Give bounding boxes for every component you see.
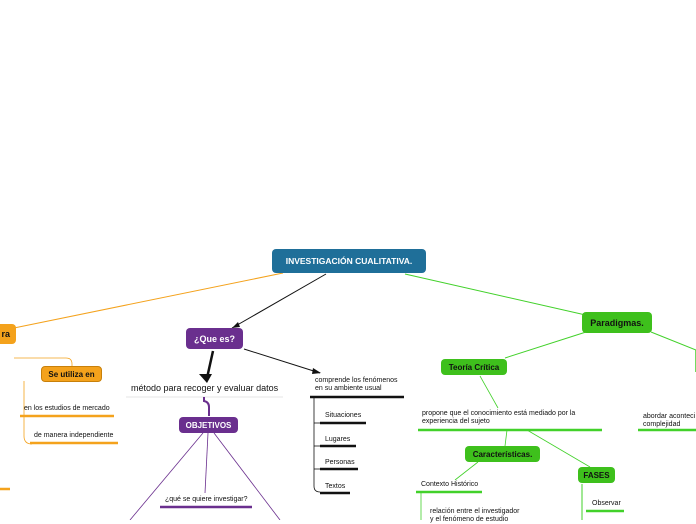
connector-que-es-metodo xyxy=(205,350,215,379)
item-situaciones: Situaciones xyxy=(325,412,362,419)
connector-metodo-objetivos xyxy=(203,397,210,416)
connector-propone-fases xyxy=(526,429,591,468)
root-node[interactable]: INVESTIGACIÓN CUALITATIVA. xyxy=(272,249,426,273)
connector-root-left xyxy=(13,272,284,329)
comprende-line-1: comprende los fenómenos xyxy=(315,377,398,384)
caracteristicas-node[interactable]: Características. xyxy=(465,446,540,462)
metodo-text: método para recoger y evaluar datos xyxy=(131,383,279,393)
abordar-line-2: complejidad xyxy=(643,421,681,428)
relacion-line-2: y el fenómeno de estudio xyxy=(430,516,509,523)
connector-root-que-es xyxy=(231,273,327,329)
connector-paradigmas-teoria xyxy=(504,331,587,359)
item-lugares: Lugares xyxy=(325,436,351,443)
que-es-node[interactable]: ¿Que es? xyxy=(186,328,243,349)
item-textos: Textos xyxy=(325,483,346,490)
connector-objetivos-3 xyxy=(213,432,281,520)
left-branch-node[interactable]: ra xyxy=(0,324,16,344)
propone-line-1: propone que el conocimiento está mediado… xyxy=(422,410,576,417)
propone-line-2: experiencia del sujeto xyxy=(422,418,490,425)
connector-comprende-items xyxy=(313,398,321,493)
contexto-historico-text: Contexto Histórico xyxy=(421,481,479,488)
paradigmas-node[interactable]: Paradigmas. xyxy=(582,312,652,333)
independiente-text: de manera independiente xyxy=(34,432,114,439)
estudios-text: en los estudios de mercado xyxy=(24,405,110,412)
arrow-head-comprende xyxy=(312,368,321,374)
observar-text: Observar xyxy=(592,500,621,507)
teoria-critica-node[interactable]: Teoría Crítica xyxy=(441,359,507,375)
connector-objetivos-1 xyxy=(129,432,204,520)
arrow-head xyxy=(232,322,240,328)
abordar-line-1: abordar aconteci xyxy=(643,413,696,420)
que-investigar-text: ¿qué se quiere investigar? xyxy=(165,496,248,503)
relacion-line-1: relación entre el investigador xyxy=(430,508,520,515)
comprende-line-2: en su ambiente usual xyxy=(315,385,382,392)
fases-node[interactable]: FASES xyxy=(578,467,615,483)
connector-paradigmas-right xyxy=(650,331,696,351)
connector-propone-caracteristicas xyxy=(504,429,508,447)
objetivos-node[interactable]: OBJETIVOS xyxy=(179,417,238,433)
connector-objetivos-2 xyxy=(204,432,209,494)
arrow-head-metodo xyxy=(199,374,212,383)
se-utiliza-node[interactable]: Se utiliza en xyxy=(41,366,102,382)
connector-teoria-propone xyxy=(479,375,499,409)
connector-que-es-comprende xyxy=(243,348,321,374)
item-personas: Personas xyxy=(325,459,355,466)
connector-root-paradigmas xyxy=(404,273,591,317)
connector-caracteristicas-contexto xyxy=(454,461,479,481)
connector-left-se-utiliza xyxy=(14,357,73,368)
